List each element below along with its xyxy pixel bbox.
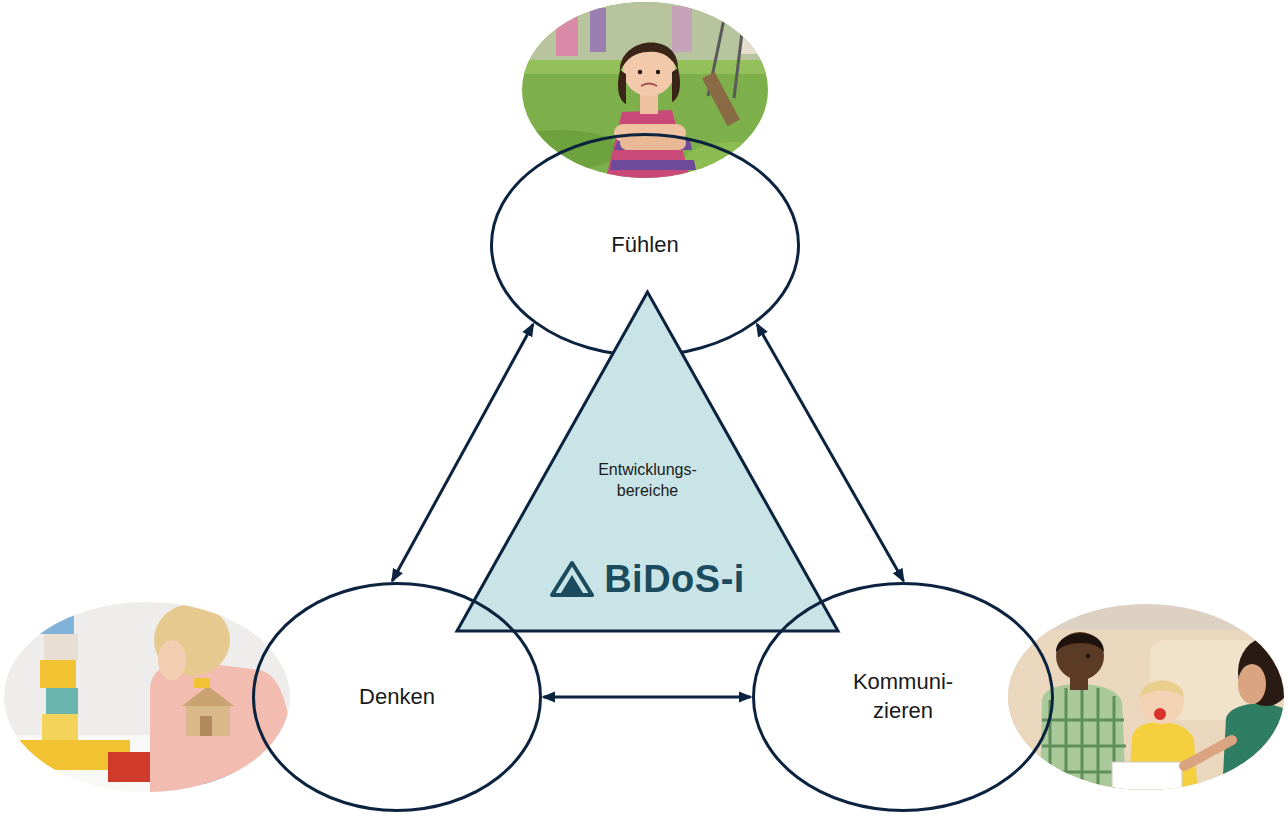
logo-icon-outer [552, 563, 592, 595]
photo-sulking-child-part [610, 160, 696, 170]
node-label: Kommuni- zieren [853, 668, 953, 725]
photo-sulking-child-part [556, 4, 578, 56]
photo-communicating-part [1050, 686, 1114, 795]
photo-communicating-part [1140, 680, 1184, 724]
photo-building-blocks [0, 600, 295, 795]
node-label: Fühlen [611, 231, 678, 260]
node-label: Denken [359, 683, 435, 712]
photo-building-blocks-part [0, 600, 295, 795]
text-row: Denken [359, 683, 435, 712]
logo-text: BiDoS-i [604, 559, 745, 601]
photo-building-blocks-part [194, 678, 210, 688]
ellipse-shape [754, 584, 1053, 811]
photo-sulking-child-part [620, 42, 678, 72]
photo-building-blocks-part [44, 634, 78, 660]
photo-building-blocks-part [182, 686, 234, 706]
photo-communicating-part [1238, 638, 1288, 706]
photo-sulking-child-part [618, 70, 626, 104]
photo-building-blocks-part [186, 704, 230, 736]
logo-icon [550, 560, 594, 598]
photo-communicating-part [1140, 681, 1184, 698]
text-row: Kommuni- zieren [853, 668, 953, 725]
photo-sulking-child-part [638, 70, 642, 74]
photo-building-blocks-part [150, 662, 295, 792]
center-triangle: Entwicklungs- bereicheBiDoS-i [455, 290, 840, 633]
logo-icon-inner [561, 575, 583, 593]
triangle-shape [457, 292, 838, 631]
photo-communicating-part [1112, 762, 1182, 790]
photo-communicating-part [1005, 600, 1288, 795]
photo-sulking-child-part [656, 70, 660, 74]
node-content: Entwicklungs- bereicheBiDoS-i [455, 460, 840, 600]
photo-sulking-child-part [500, 130, 620, 170]
photo-communicating-part [1184, 740, 1232, 766]
connector-arrow [544, 696, 751, 699]
text-row: Entwicklungs- bereiche [598, 460, 697, 502]
domain-ellipse: Denken [252, 582, 542, 812]
node-label: Entwicklungs- bereiche [598, 460, 697, 502]
photo-communicating-part [1086, 654, 1090, 658]
photo-building-blocks-part [40, 660, 76, 688]
photo-communicating-part [1154, 708, 1166, 720]
photo-sulking-child-part [702, 72, 740, 126]
node-content: Kommuni- zieren [752, 582, 1054, 812]
node-content: Denken [252, 582, 542, 812]
photo-communicating-part [1056, 633, 1104, 652]
photo-communicating [1005, 600, 1288, 795]
photo-communicating-part [1056, 632, 1104, 680]
photo-sulking-child-part [672, 6, 692, 52]
photo-communicating-part [1238, 664, 1266, 704]
photo-communicating-part [1222, 704, 1288, 795]
domain-ellipse: Kommuni- zieren [752, 582, 1054, 812]
photo-building-blocks-part [158, 640, 186, 680]
photo-sulking-child-part [641, 84, 657, 87]
ellipse-outline [752, 582, 1054, 812]
text-row: BiDoS-i [550, 559, 745, 601]
photo-building-blocks-part [40, 610, 74, 634]
photo-building-blocks-part [46, 688, 78, 714]
photo-sulking-child-part [590, 8, 606, 52]
photo-sulking-child [500, 0, 785, 180]
photo-sulking-child-part [734, 0, 746, 98]
photo-sulking-child-part [685, 142, 785, 178]
text-row: Fühlen [611, 231, 678, 260]
ellipse-shape [254, 584, 541, 811]
photo-building-blocks-part [42, 714, 78, 740]
photo-building-blocks-part [200, 716, 212, 736]
photo-sulking-child-part [672, 68, 680, 102]
photo-sulking-child-part [740, 10, 764, 54]
